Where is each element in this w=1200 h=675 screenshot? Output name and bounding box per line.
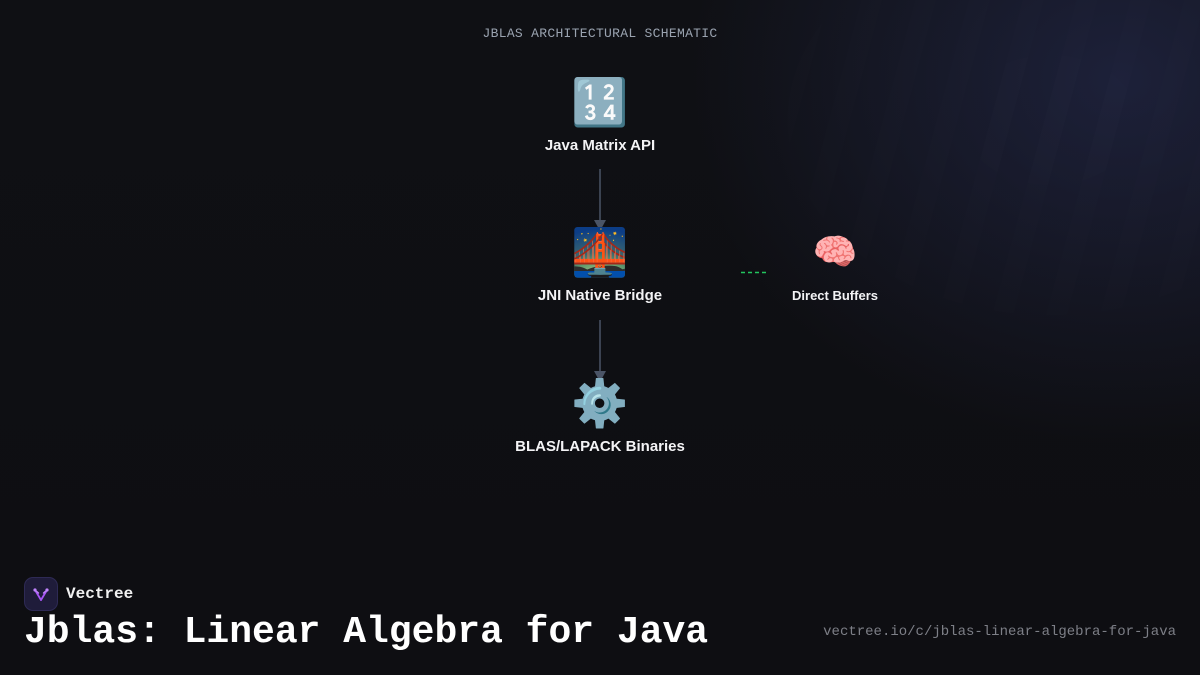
brand: Vectree: [24, 577, 133, 611]
node-direct-buffers: 🧠 Direct Buffers: [735, 232, 935, 304]
node-blas-lapack-binaries: ⚙️ BLAS/LAPACK Binaries: [450, 380, 750, 455]
page-url[interactable]: vectree.io/c/jblas-linear-algebra-for-ja…: [823, 624, 1176, 640]
page-title: Jblas: Linear Algebra for Java: [24, 611, 709, 654]
node-label: BLAS/LAPACK Binaries: [515, 438, 685, 455]
vectree-logo-icon: [24, 577, 58, 611]
node-label: Direct Buffers: [792, 288, 878, 303]
node-label: Java Matrix API: [544, 137, 656, 154]
node-java-matrix-api: 🔢 Java Matrix API: [450, 79, 750, 154]
brain-icon: 🧠: [812, 232, 858, 273]
node-jni-native-bridge: 🌉 JNI Native Bridge: [450, 229, 750, 304]
brand-name: Vectree: [66, 585, 134, 603]
gear-icon: ⚙️: [571, 376, 629, 430]
node-label: JNI Native Bridge: [537, 287, 663, 304]
bridge-at-night-icon: 🌉: [571, 225, 629, 279]
input-numbers-icon: 🔢: [571, 75, 629, 129]
diagram-title: JBLAS ARCHITECTURAL SCHEMATIC: [482, 26, 718, 41]
